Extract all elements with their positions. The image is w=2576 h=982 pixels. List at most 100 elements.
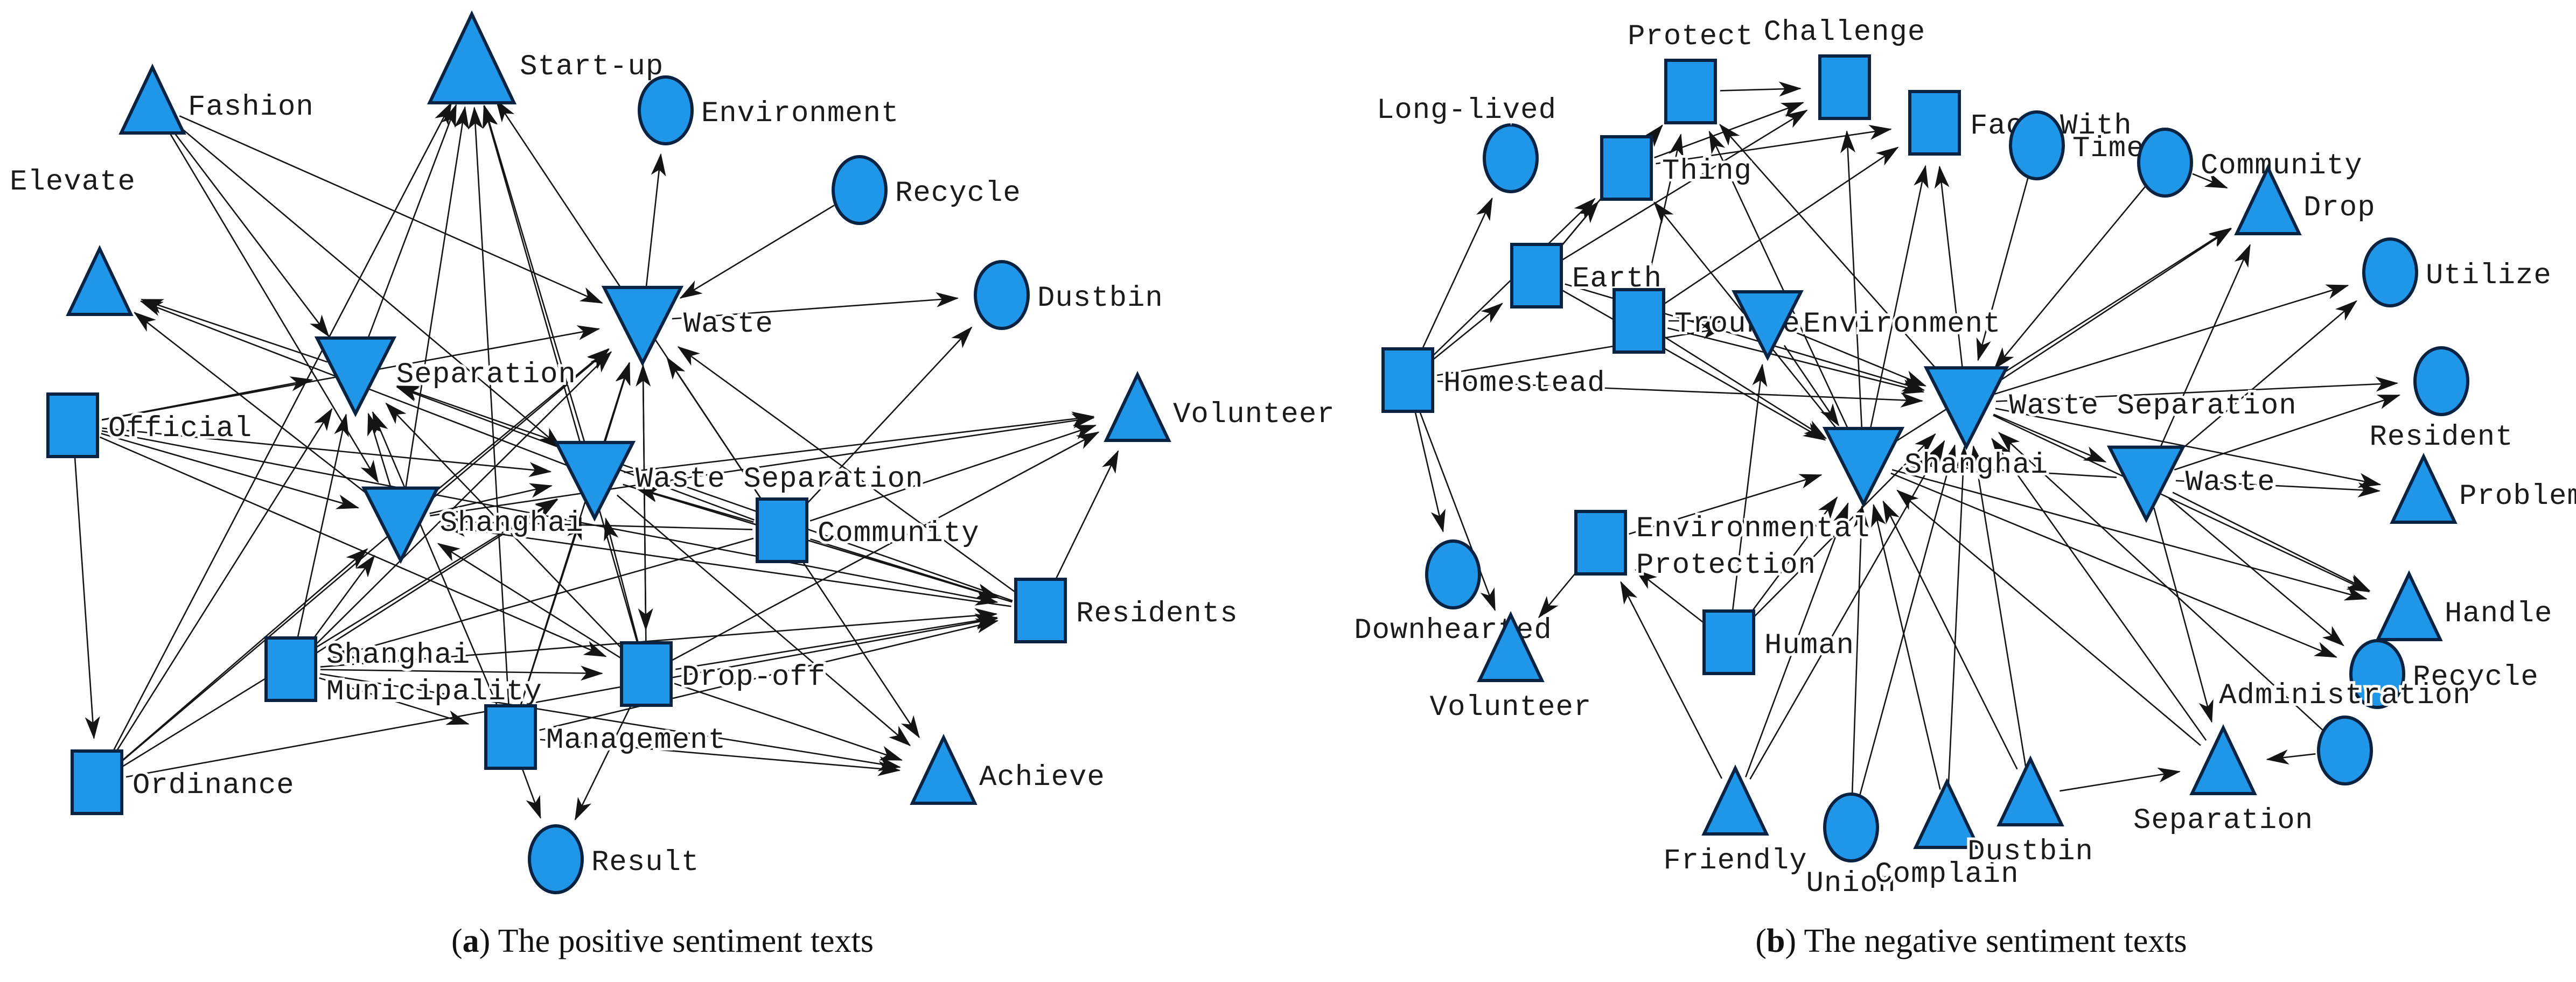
node-label-community: Community: [2201, 150, 2363, 183]
edge-shanghai-challenge: [1840, 130, 1863, 433]
edge-environment-shanghai: [1783, 345, 1840, 426]
edge-shanghai-volunteer: [430, 413, 1095, 517]
node-management: Management: [484, 704, 728, 770]
triangle-node-shape: [118, 64, 186, 135]
node-label-waste_separation: Waste Separation: [2009, 390, 2296, 423]
edge-drop_off-start_up: [483, 104, 639, 646]
node-fashion: Fashion: [118, 64, 316, 135]
edge-waste-separation: [2153, 507, 2214, 723]
edge-separation-shanghai: [1896, 489, 2201, 746]
edge-drop_off-result: [574, 700, 634, 821]
edge-shanghai-face_with: [1869, 165, 1929, 433]
node-residents: Residents: [1014, 578, 1240, 643]
edge-official-shanghai: [101, 433, 360, 509]
edge-official-ordinance: [74, 454, 100, 740]
node-label-community: Community: [818, 517, 980, 550]
edge-trouble-face_with: [1663, 146, 1899, 305]
edge-ordinance-separation: [112, 408, 333, 758]
edge-dustbin-separation: [2060, 767, 2181, 792]
edge-shanghai_municipality-waste: [311, 351, 612, 649]
edge-community-achieve: [798, 555, 920, 739]
edge-human-environment: [1732, 363, 1768, 613]
edge-waste_separation-volunteer: [624, 411, 1095, 473]
circle-node-shape: [1823, 792, 1879, 862]
circle-node-shape: [1425, 539, 1481, 609]
node-label-administration: Administration: [2219, 679, 2471, 712]
edge-community-drop: [2192, 172, 2228, 189]
square-node-shape: [1908, 90, 1961, 156]
edge-administration-waste_separation: [1998, 432, 2324, 731]
edge-community-volunteer: [809, 424, 1097, 522]
edge-drop_off-shanghai: [437, 543, 622, 659]
edge-timed-waste_separation: [1976, 173, 2030, 361]
node-label-long_lived: Long-lived: [1377, 94, 1556, 127]
node-result: Result: [528, 824, 701, 894]
node-official: Official: [46, 392, 254, 458]
edge-residents-shanghai: [443, 522, 1011, 607]
node-shanghai: Shanghai: [1822, 426, 2050, 508]
edge-shanghai_municipality-drop_off: [320, 665, 604, 681]
edge-shanghai_municipality-waste_separation: [315, 499, 559, 654]
node-problem: Problem: [2390, 453, 2576, 524]
edge-shanghai-drop: [1888, 227, 2232, 447]
circle-node-shape: [2413, 346, 2469, 416]
edge-shanghai_municipality-shanghai: [308, 555, 375, 646]
edge-environmental_protection-shanghai: [1629, 474, 1823, 535]
square-node-shape: [756, 497, 808, 563]
triangle-down-node-shape: [601, 285, 684, 367]
edge-friendly-environmental_protection: [1620, 581, 1723, 779]
node-label-complain: Complain: [1875, 858, 2019, 891]
node-label-human: Human: [1764, 629, 1854, 662]
square-node-shape: [71, 749, 123, 815]
node-waste_separation: Waste Separation: [553, 440, 925, 522]
edge-official-waste_separation: [102, 427, 552, 478]
node-protect: Protect: [1625, 18, 1756, 124]
triangle-node-shape: [1477, 611, 1545, 682]
node-downhearted: Downhearted: [1351, 539, 1554, 650]
edge-separation-waste_separation: [1991, 438, 2207, 741]
edge-complain-waste_separation: [1947, 445, 1971, 789]
circle-node-shape: [2317, 716, 2373, 785]
node-recycle: Recycle: [832, 155, 1023, 225]
edge-earth-shanghai: [1562, 290, 1826, 441]
triangle-node-shape: [66, 245, 134, 316]
node-community: Community: [2137, 128, 2365, 198]
edge-waste-drop: [2158, 244, 2251, 453]
edge-separation-elevate: [140, 298, 328, 363]
edge-management-separation: [372, 411, 500, 710]
caption-negative: (b) The negative sentiment texts: [1755, 923, 2187, 959]
square-node-shape: [1702, 609, 1755, 675]
node-waste: Waste: [601, 285, 776, 367]
edge-human-waste_separation: [1749, 433, 1936, 622]
square-node-shape: [620, 641, 673, 707]
edge-ordinance-residents: [125, 615, 999, 778]
node-homestead: Homestead: [1381, 347, 1608, 413]
node-label-result: Result: [591, 846, 699, 879]
circle-node-shape: [832, 155, 888, 225]
edge-dustbin-shanghai: [1882, 500, 2018, 770]
edge-community-shanghai: [443, 514, 753, 530]
edge-homestead-waste_separation: [1437, 380, 1924, 408]
edge-union-waste_separation: [1858, 444, 1957, 799]
edge-shanghai_municipality-management: [319, 677, 470, 725]
edge-drop_off-separation: [385, 402, 626, 654]
node-label-protect: Protect: [1628, 20, 1754, 53]
edge-drop_off-residents: [675, 613, 999, 670]
edge-waste-recycle: [2168, 497, 2344, 647]
node-union: Union: [1803, 792, 1898, 903]
node-label-management: Management: [546, 724, 726, 757]
edge-shanghai_municipality-residents: [320, 608, 998, 668]
edge-waste_separation-protect: [1719, 123, 1947, 381]
edge-waste-resident: [2174, 394, 2401, 471]
node-label-start_up: Start-up: [520, 51, 664, 83]
edge-shanghai_municipality-achieve: [320, 673, 902, 771]
triangle-node-shape: [1913, 778, 1981, 849]
node-label-dustbin: Dustbin: [1967, 836, 2093, 868]
circle-node-shape: [2137, 128, 2193, 198]
circle-node-shape: [2362, 237, 2418, 307]
triangle-node-shape: [2390, 453, 2458, 524]
node-label-shanghai: Shanghai: [1904, 449, 2048, 482]
